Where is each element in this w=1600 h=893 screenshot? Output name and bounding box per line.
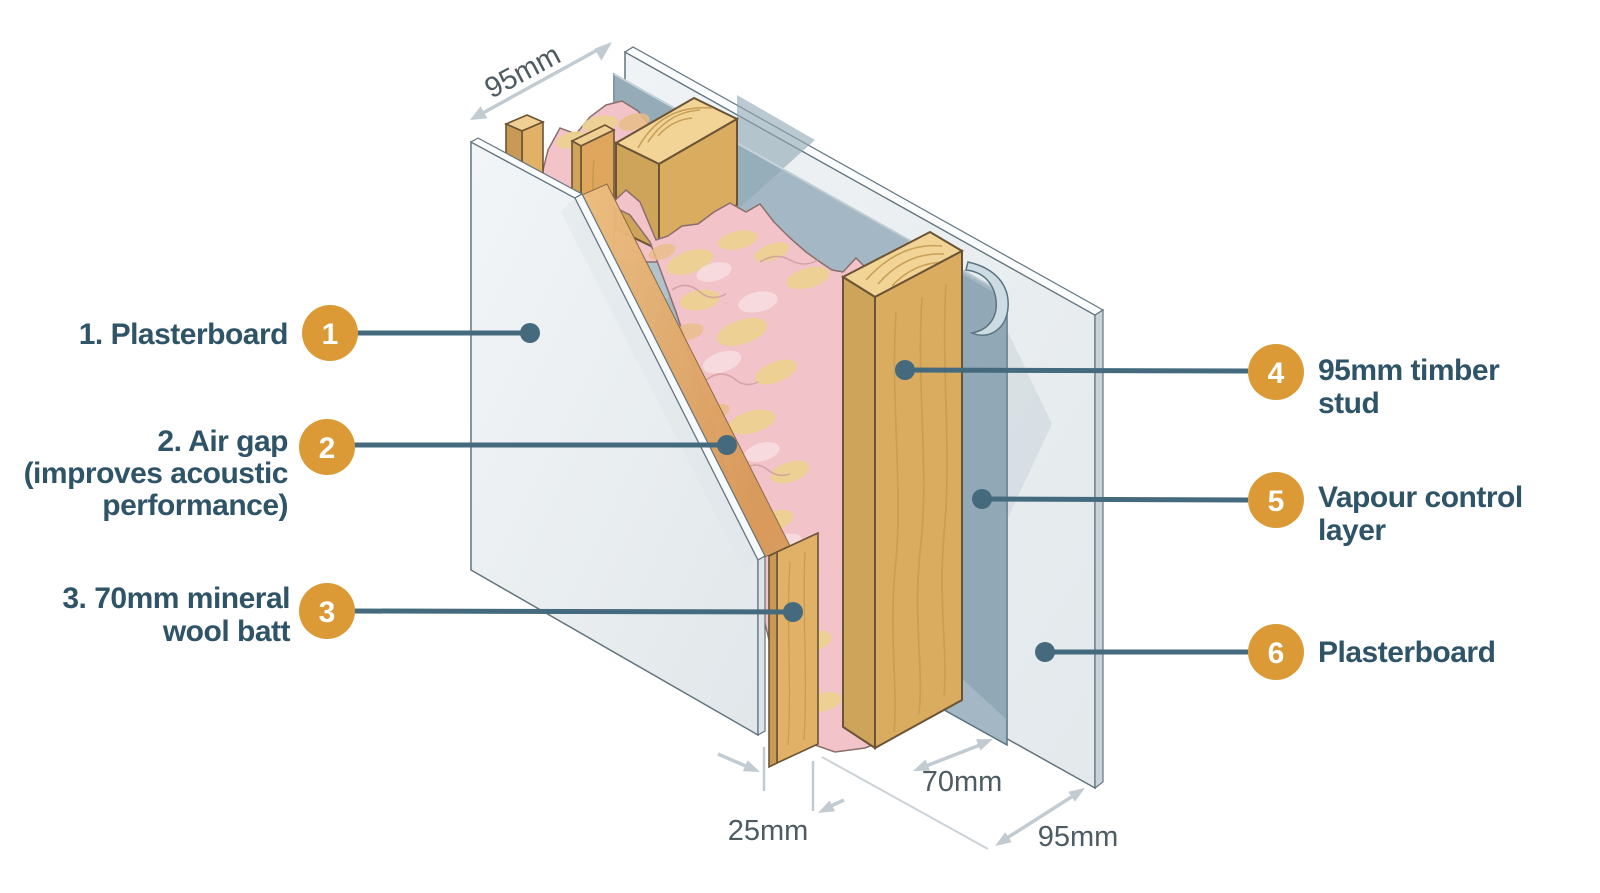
back-plasterboard-side-edge	[1094, 308, 1104, 790]
wood-grain-rings	[637, 106, 713, 149]
callout-label: Vapour control	[1318, 481, 1523, 514]
wool-strand	[759, 255, 819, 265]
wool-fleck	[738, 291, 778, 313]
batten-front-face	[768, 550, 778, 769]
arrowhead-icon	[818, 800, 835, 813]
dimension-arrow-line	[480, 46, 602, 116]
callout-label: performance)	[102, 489, 288, 522]
callout-label: Plasterboard	[1318, 636, 1495, 669]
wood-grain	[787, 551, 807, 746]
vapour-shading	[737, 95, 815, 210]
callout-3: 3 3. 70mm mineral wool batt	[62, 582, 803, 648]
batten-side-face	[776, 531, 819, 765]
wool-fleck	[786, 266, 830, 290]
callout-label: wool batt	[162, 615, 291, 648]
callout-label: 95mm timber	[1318, 354, 1500, 387]
stud-front-face	[842, 275, 876, 750]
dimension-stud-depth-bottom: 95mm	[821, 756, 1119, 853]
wool-fleck	[754, 242, 790, 262]
wool-fleck	[755, 359, 797, 385]
dimension-batten-25mm: 25mm	[717, 747, 845, 847]
stud-side-face	[874, 249, 963, 750]
dimension-label-70mm: 70mm	[922, 766, 1003, 798]
wool-fleck	[618, 113, 650, 131]
callout-6: 6 Plasterboard	[1035, 624, 1496, 680]
leader-dot	[1035, 642, 1055, 662]
vapour-curl-corner	[965, 261, 1009, 336]
wool-fleck	[648, 243, 676, 261]
dimension-arrow-line	[1006, 794, 1074, 840]
dimension-arrow-line	[717, 752, 749, 769]
dimension-label-top-95mm: 95mm	[480, 39, 566, 105]
dimension-guide-line	[821, 756, 989, 850]
arrowhead-icon	[995, 832, 1012, 846]
callout-label: layer	[1318, 514, 1386, 547]
wool-fleck	[744, 442, 780, 462]
front-plasterboard-panel	[469, 137, 766, 737]
callout-label: (improves acoustic	[24, 457, 288, 490]
wool-fleck	[770, 460, 810, 484]
wool-fleck	[696, 262, 732, 282]
leader-line	[353, 608, 794, 615]
callout-number-circle	[299, 419, 355, 475]
dimension-wool-70mm: 70mm	[913, 739, 1002, 798]
leader-dot	[717, 435, 737, 455]
dimension-label-25mm: 25mm	[728, 815, 809, 847]
arrowhead-icon	[913, 759, 930, 771]
callout-label: 3. 70mm mineral	[62, 582, 290, 615]
callout-number: 5	[1268, 485, 1285, 518]
callout-number-circle	[1248, 472, 1304, 528]
dimension-arrow-line	[925, 743, 981, 768]
arrowhead-icon	[470, 106, 488, 120]
leader-dot	[972, 489, 992, 509]
wool-fleck	[716, 318, 768, 346]
dimension-arrow-line	[830, 798, 845, 808]
leader-dot	[895, 360, 915, 380]
callout-number: 6	[1268, 637, 1285, 670]
callout-label: stud	[1318, 387, 1379, 420]
wood-grain	[941, 283, 948, 697]
callout-4: 4 95mm timber stud	[895, 344, 1501, 420]
callout-label: 1. Plasterboard	[79, 318, 288, 351]
wool-fleck	[702, 350, 742, 374]
callout-number-circle	[299, 583, 355, 639]
wool-strand	[671, 284, 727, 299]
callout-1: 1 1. Plasterboard	[79, 305, 540, 361]
wool-fleck	[718, 230, 758, 250]
callout-5: 5 Vapour control layer	[972, 472, 1523, 547]
arrowhead-icon	[742, 760, 760, 772]
leader-line	[981, 496, 1249, 503]
callout-2: 2 2. Air gap (improves acoustic performa…	[24, 419, 737, 522]
arrowhead-icon	[976, 739, 993, 751]
front-plasterboard-side-edge	[757, 554, 766, 737]
callout-label: 2. Air gap	[157, 425, 288, 458]
callout-number: 1	[322, 318, 339, 351]
dimension-label-bottom-95mm: 95mm	[1038, 821, 1119, 853]
callout-number-circle	[1248, 344, 1304, 400]
arrowhead-icon	[1068, 788, 1085, 802]
leader-dot	[520, 323, 540, 343]
callout-number-circle	[302, 305, 358, 361]
callout-number: 2	[319, 432, 336, 465]
main-timber-stud	[840, 230, 965, 750]
wool-fleck	[680, 289, 720, 311]
arrowhead-icon	[594, 42, 612, 61]
wool-fleck	[728, 409, 776, 435]
bottom-timber-batten	[768, 531, 819, 769]
back-plasterboard-shading	[1007, 330, 1052, 520]
dimension-stud-depth-top: 95mm	[470, 39, 612, 120]
callout-number: 4	[1268, 357, 1285, 390]
wood-grain	[892, 311, 899, 733]
callout-number: 3	[319, 596, 336, 629]
front-plasterboard-shading	[561, 198, 758, 570]
callout-number-circle	[1248, 624, 1304, 680]
leader-line	[904, 367, 1249, 374]
leader-dot	[783, 602, 803, 622]
wool-strand	[705, 373, 759, 386]
